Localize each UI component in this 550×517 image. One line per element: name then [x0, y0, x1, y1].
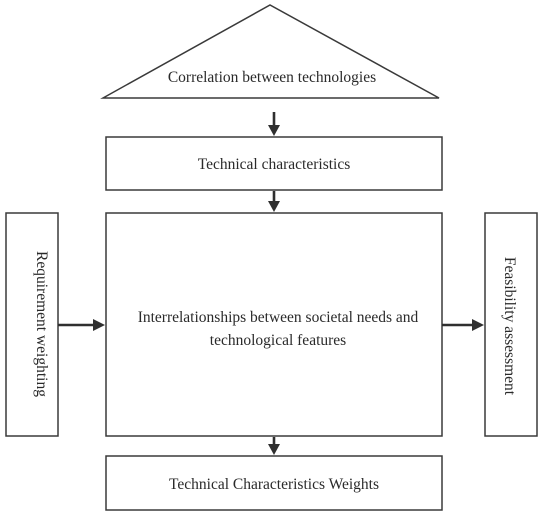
correlation-roof: Correlation between technologies	[100, 4, 440, 99]
arrow-requirement-to-matrix	[58, 319, 105, 331]
correlation-label: Correlation between technologies	[168, 69, 376, 86]
tc-weights-box: Technical Characteristics Weights	[105, 455, 443, 511]
arrow-roof-to-technical	[268, 112, 280, 136]
arrow-technical-to-matrix	[268, 191, 280, 212]
technical-characteristics-label: Technical characteristics	[198, 156, 351, 173]
interrelationships-label-line1: Interrelationships between societal need…	[138, 309, 419, 326]
feasibility-assessment-label: Feasibility assessment	[501, 257, 518, 396]
interrelationships-label-line2: technological features	[210, 332, 346, 349]
arrow-matrix-to-feasibility	[442, 319, 484, 331]
interrelationships-box: Interrelationships between societal need…	[105, 212, 443, 437]
arrow-matrix-to-weights	[268, 437, 280, 455]
feasibility-assessment-box: Feasibility assessment	[484, 212, 538, 437]
requirement-weighting-label: Requirement weighting	[33, 251, 50, 397]
roof-triangle	[100, 4, 440, 99]
requirement-weighting-box: Requirement weighting	[5, 212, 59, 437]
tc-weights-label: Technical Characteristics Weights	[169, 476, 379, 493]
technical-characteristics-box: Technical characteristics	[105, 136, 443, 191]
